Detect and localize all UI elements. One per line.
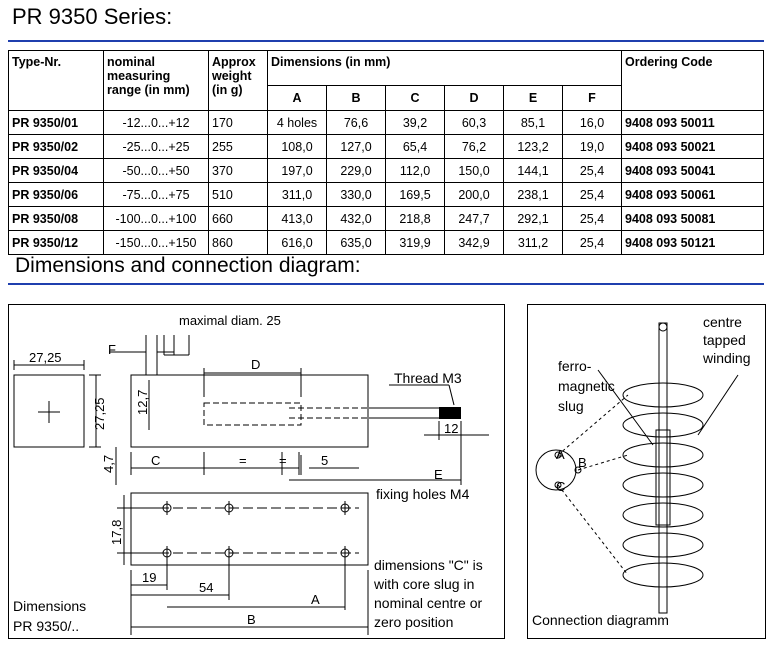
dim-eq-label: = <box>279 453 287 468</box>
ferromagnetic-slug <box>655 429 671 526</box>
note-line1: dimensions "C" is <box>374 557 483 573</box>
dim-width-label: 27,25 <box>29 350 62 365</box>
ferro-label-2: magnetic <box>558 378 615 394</box>
pin-a-label: A <box>556 447 565 462</box>
centre-label-2: tapped <box>703 332 746 348</box>
dim-f-label: F <box>108 342 116 357</box>
header-dimensions: Dimensions (in mm) <box>267 50 622 86</box>
dim-d-label: D <box>251 357 260 372</box>
dim-c-label: C <box>151 453 160 468</box>
dim-b-label: B <box>247 612 256 627</box>
dim-a-label: A <box>311 592 320 607</box>
title-rule <box>8 40 764 42</box>
bottom-view-plate <box>130 492 369 566</box>
header-dim-a: A <box>267 85 327 111</box>
section-title: Dimensions and connection diagram: <box>15 254 361 277</box>
note-line2: with core slug in <box>373 576 474 592</box>
pin-b-label: B <box>578 455 587 470</box>
header-dim-e: E <box>503 85 563 111</box>
dim-54-label: 54 <box>199 580 213 595</box>
section-rule <box>8 283 764 285</box>
header-code: Ordering Code <box>621 50 764 111</box>
note-line3: nominal centre or <box>374 595 483 611</box>
thread-label: Thread M3 <box>394 370 462 386</box>
pin-c-label: C <box>556 479 565 494</box>
caption-line1: Dimensions <box>13 598 86 614</box>
end-view-square <box>13 374 85 448</box>
header-dim-b: B <box>326 85 386 111</box>
core-rod <box>658 322 668 614</box>
header-type: Type-Nr. <box>8 50 104 111</box>
connection-drawing: centre tapped winding ferro- magnetic sl… <box>532 314 750 628</box>
connector-circle <box>535 449 577 491</box>
dim-height-label: 27,25 <box>92 397 107 430</box>
header-dim-f: F <box>562 85 622 111</box>
dim-eq-label: = <box>239 453 247 468</box>
ferro-label-3: slug <box>558 398 584 414</box>
centre-label-3: winding <box>702 350 750 366</box>
dim-12-label: 12 <box>444 421 458 436</box>
ferro-label-1: ferro- <box>558 358 592 374</box>
header-dim-c: C <box>385 85 445 111</box>
dimensions-panel: maximal diam. 25 27,25 F D Thread M3 12 … <box>8 304 505 639</box>
fixing-holes-label: fixing holes M4 <box>376 486 470 502</box>
note-line4: zero position <box>374 614 453 630</box>
dimensions-drawing: maximal diam. 25 27,25 F D Thread M3 12 … <box>13 313 489 635</box>
dim-19-label: 19 <box>142 570 156 585</box>
header-dim-d: D <box>444 85 504 111</box>
dim-127-label: 12,7 <box>135 390 150 415</box>
dim-47-label: 4,7 <box>101 455 116 473</box>
dim-e-label: E <box>434 467 443 482</box>
dim-178-label: 17,8 <box>109 520 124 545</box>
connection-caption: Connection diagramm <box>532 612 669 628</box>
dim-5-label: 5 <box>321 453 328 468</box>
connection-panel: centre tapped winding ferro- magnetic sl… <box>527 304 766 639</box>
maximal-diam-label: maximal diam. 25 <box>179 313 281 328</box>
centre-label-1: centre <box>703 314 742 330</box>
page-title: PR 9350 Series: <box>12 4 173 29</box>
side-view-body <box>130 374 369 448</box>
caption-line2: PR 9350/.. <box>13 618 79 634</box>
